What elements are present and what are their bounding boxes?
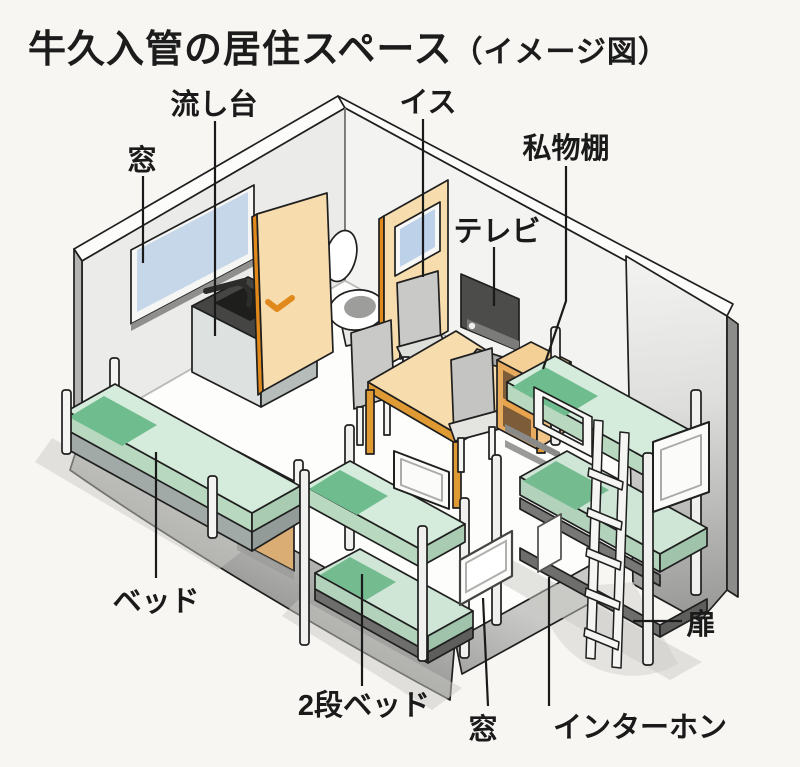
labels: 牛久入管の居住スペース（イメージ図） 窓 流し台 イス 私物棚 テレビ ベッド … [28,29,727,746]
bunk-headboard [533,386,593,458]
label-window-bottom: 窓 [468,712,497,746]
label-bunk-bed: 2段ベッド [298,688,430,722]
front-wall-fittings [458,513,562,607]
label-bed: ベッド [112,586,199,618]
window-back-left [130,184,255,331]
label-door: 扉 [686,608,715,641]
page-title: 牛久入管の居住スペース（イメージ図） [28,29,669,71]
single-bed [61,357,304,552]
label-window-top: 窓 [127,143,156,177]
leader-shelf [541,166,568,370]
partition-window [400,209,435,267]
right-bunk-bed [491,326,710,669]
pillow [309,470,388,515]
faucet-spout [237,280,253,308]
label-shelf: 私物棚 [522,132,609,165]
label-sink: 流し台 [170,87,257,121]
pillow [320,557,396,600]
chair [448,347,504,473]
pillow [523,461,609,510]
center-bunk-bed [299,424,474,664]
label-tv: テレビ [453,215,540,248]
leader-lines [141,119,682,707]
label-intercom: インターホン [553,711,727,744]
pillow [69,396,157,446]
bunk-ladder [583,419,630,669]
toilet [324,229,386,347]
window-front-wall [458,529,514,607]
door-handle [265,295,295,312]
bathroom-door [251,192,334,396]
pillow [512,367,598,416]
faucet-handle [203,278,247,294]
intercom-panel [537,513,562,573]
leader-window-bottom [481,597,490,707]
bunk-footboard [652,421,710,513]
bunk-footboard [393,450,450,510]
label-chair: イス [399,87,456,119]
